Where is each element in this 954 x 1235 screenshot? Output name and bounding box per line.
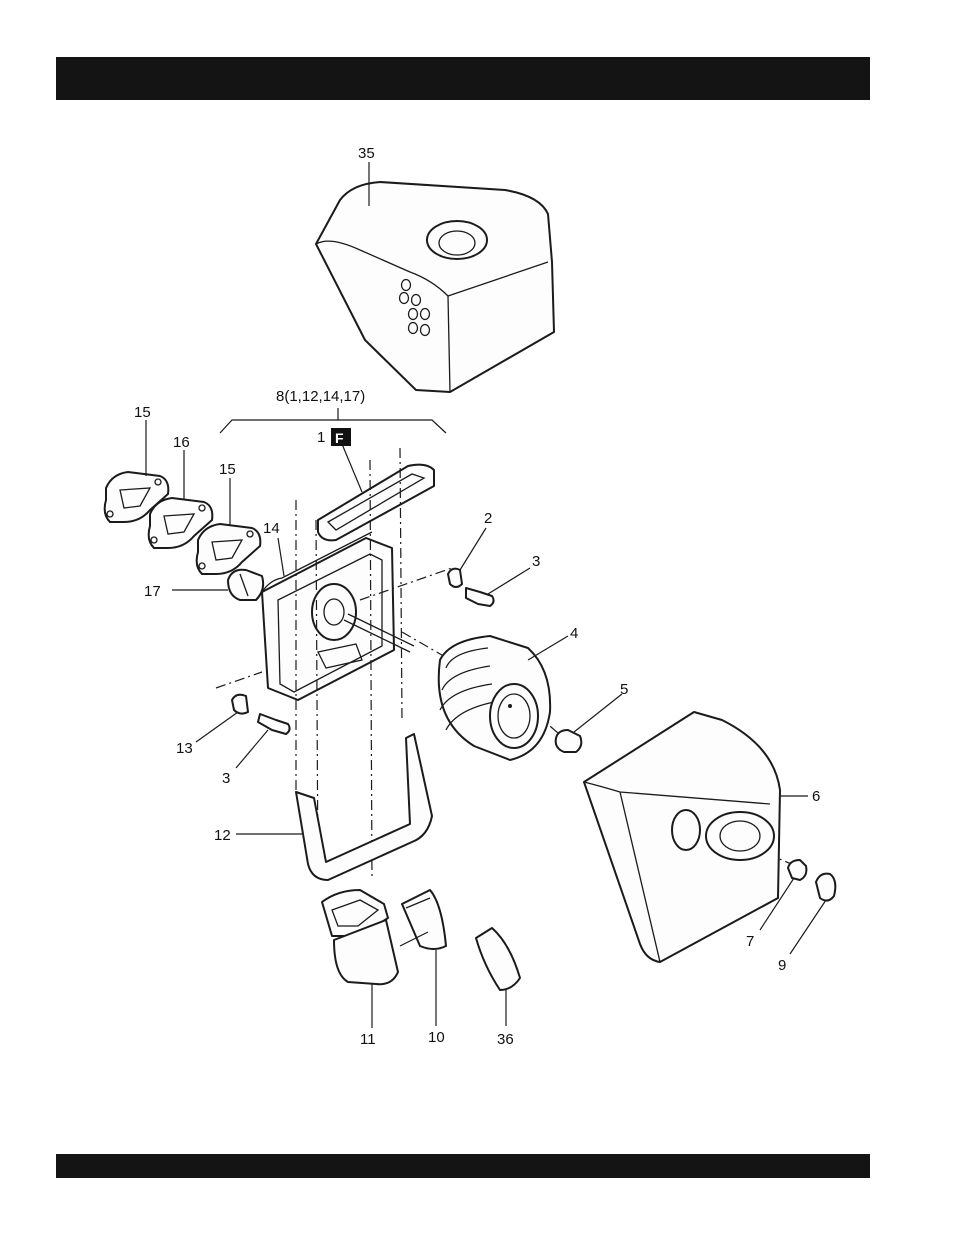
callout-13: 13 bbox=[176, 740, 193, 757]
part-14-case bbox=[262, 532, 414, 700]
callout-5: 5 bbox=[620, 681, 628, 698]
part-13-washer bbox=[196, 695, 248, 742]
part-12-gasket-frame bbox=[236, 734, 432, 880]
callout-3-lower: 3 bbox=[222, 770, 230, 787]
callout-3-upper: 3 bbox=[532, 553, 540, 570]
badge-f: F bbox=[335, 430, 344, 446]
callout-36: 36 bbox=[497, 1031, 514, 1048]
callout-11: 11 bbox=[360, 1031, 376, 1048]
callout-6: 6 bbox=[812, 788, 820, 805]
part-1-gasket bbox=[318, 444, 434, 540]
callout-17: 17 bbox=[144, 583, 161, 600]
callout-2: 2 bbox=[484, 510, 492, 527]
callout-15-right: 15 bbox=[219, 461, 236, 478]
callout-7: 7 bbox=[746, 933, 754, 950]
part-35-top-cover bbox=[316, 162, 554, 392]
callout-35: 35 bbox=[358, 145, 375, 162]
callout-1: 1 bbox=[317, 429, 325, 446]
callout-10: 10 bbox=[428, 1029, 445, 1046]
callout-14: 14 bbox=[263, 520, 280, 537]
part-5-wing-nut bbox=[556, 694, 622, 752]
part-11-duct bbox=[322, 890, 398, 1028]
part-36-piece bbox=[476, 928, 520, 1026]
part-6-housing-cover bbox=[584, 712, 808, 962]
callout-12: 12 bbox=[214, 827, 231, 844]
callout-16: 16 bbox=[173, 434, 190, 451]
label-8: 8(1,12,14,17) bbox=[276, 388, 365, 405]
callout-4: 4 bbox=[570, 625, 578, 642]
part-10-piece bbox=[400, 890, 446, 1026]
part-3-bolt-upper bbox=[466, 568, 530, 606]
part-4-filter-element bbox=[439, 636, 568, 760]
part-9-cap bbox=[790, 874, 835, 954]
callout-9: 9 bbox=[778, 957, 786, 974]
callout-15-left: 15 bbox=[134, 404, 151, 421]
part-3-bolt-lower bbox=[236, 714, 290, 768]
part-2-washer bbox=[448, 528, 486, 587]
